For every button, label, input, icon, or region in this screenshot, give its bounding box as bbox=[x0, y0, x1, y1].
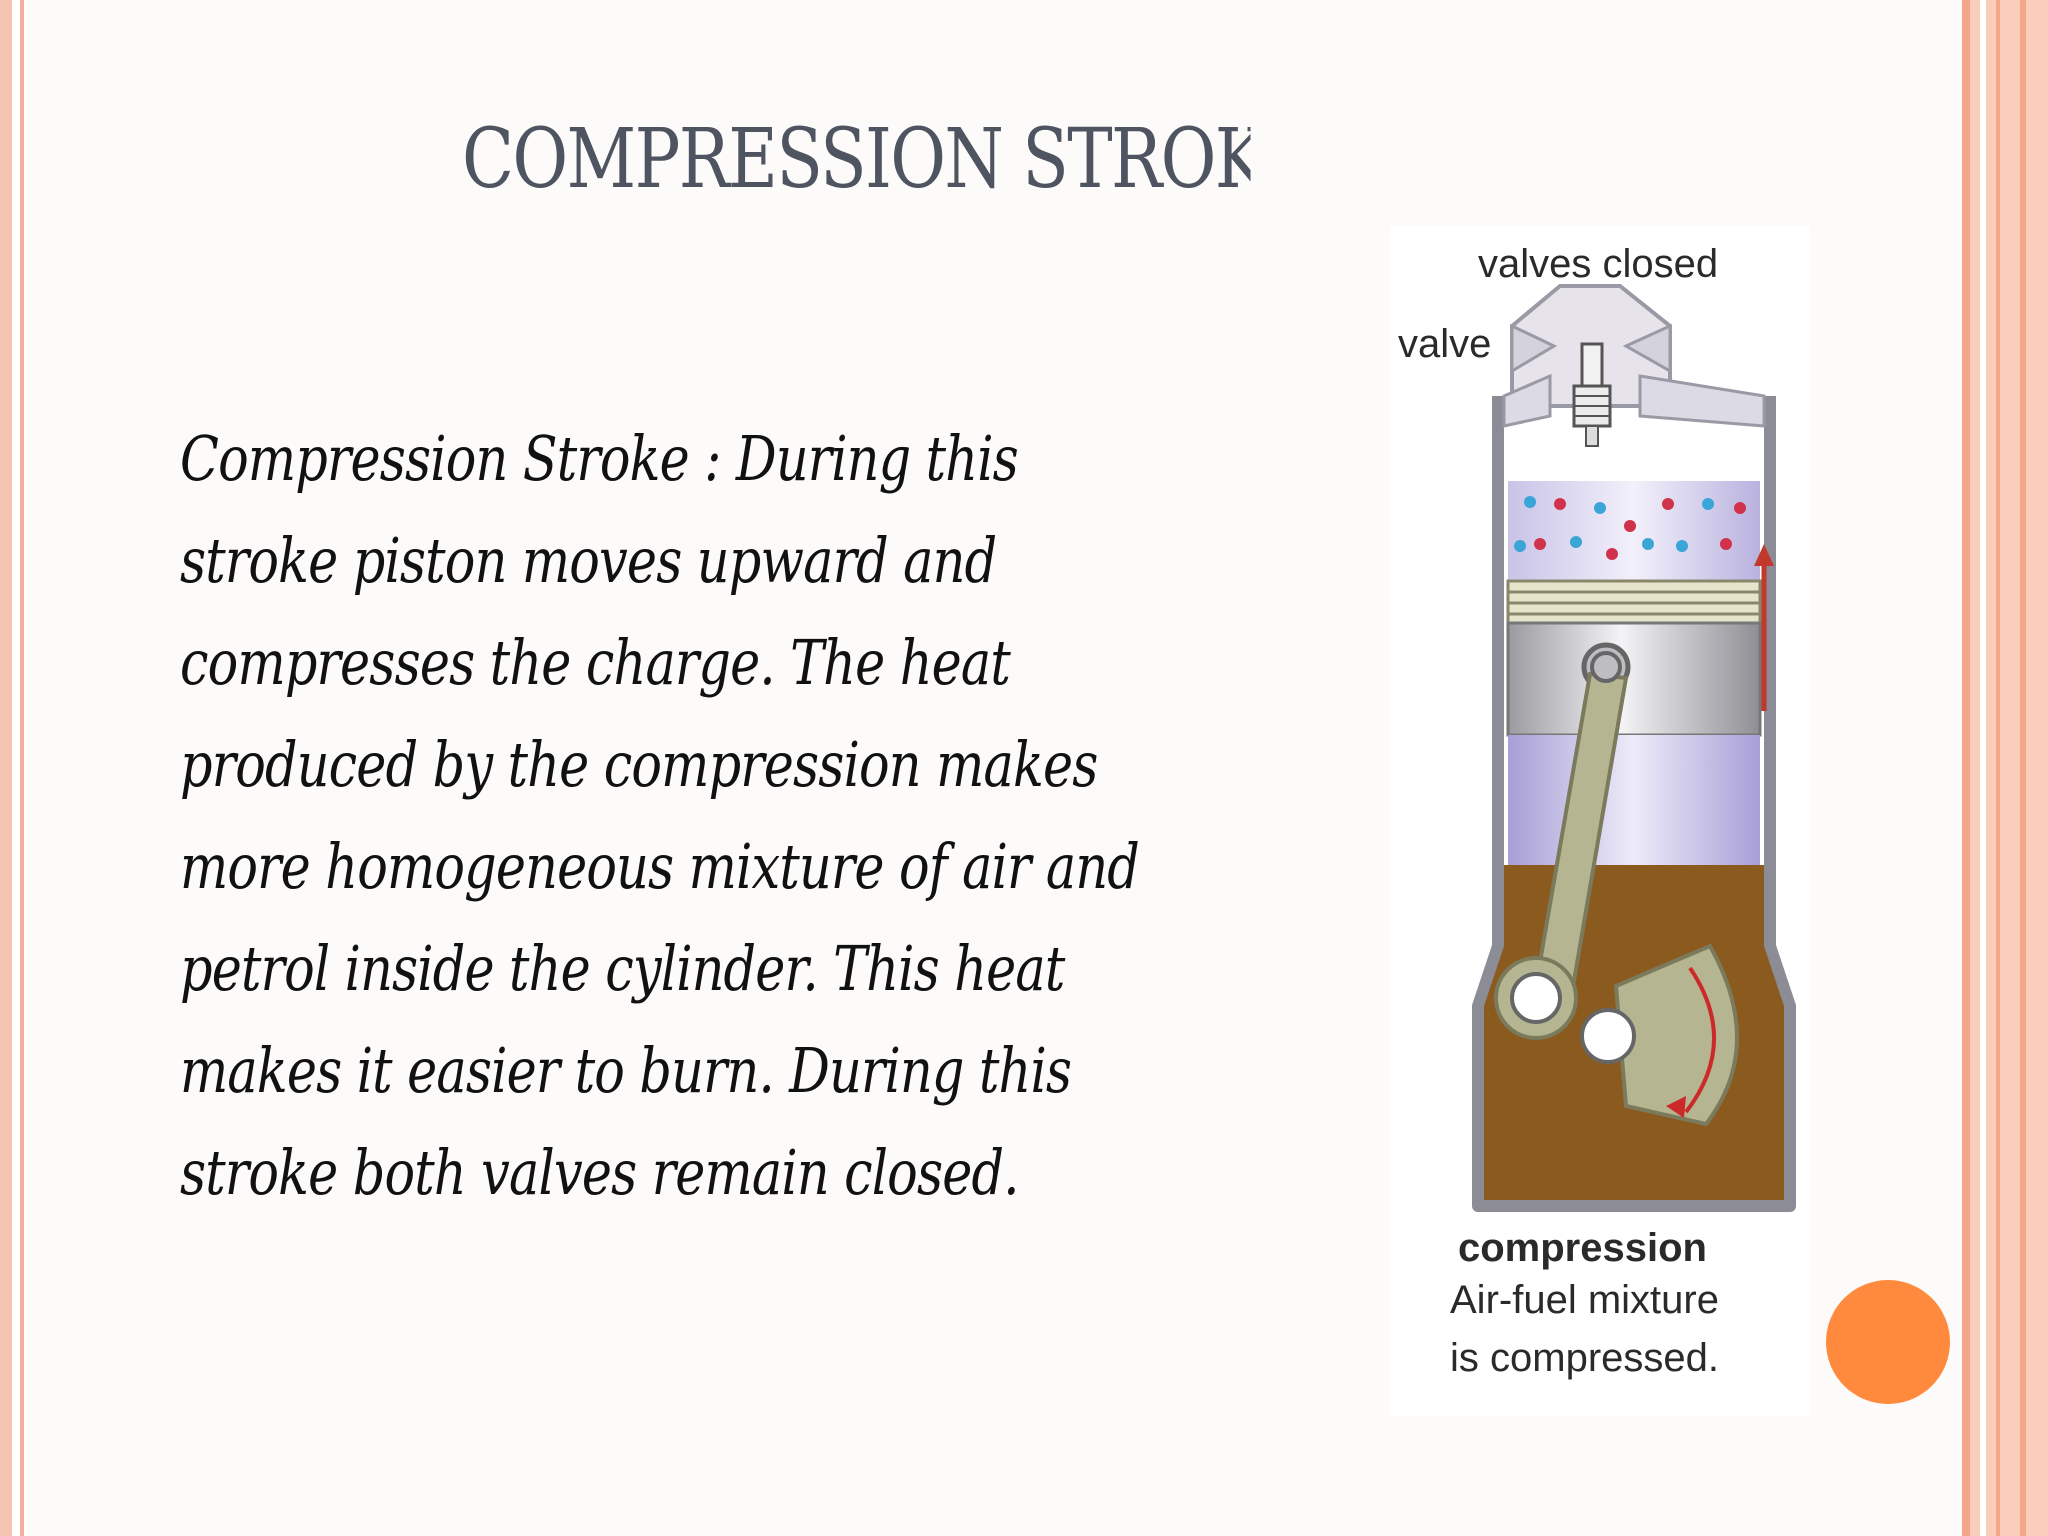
label-valves-closed: valves closed bbox=[1478, 242, 1719, 286]
label-valve: valve bbox=[1398, 322, 1492, 366]
slide-title: COMPRESSION STROKE bbox=[462, 112, 1251, 207]
body-line: stroke both valves remain closed. bbox=[180, 1136, 1019, 1209]
left-border-decoration bbox=[0, 0, 26, 1536]
engine-illustration bbox=[1472, 284, 1796, 1212]
body-line: more homogeneous mixture of air and bbox=[180, 830, 1140, 903]
right-border-decoration bbox=[1962, 0, 2048, 1536]
cylinder-bore bbox=[1508, 735, 1760, 865]
crank-pin bbox=[1510, 972, 1562, 1024]
caption-title: compression bbox=[1458, 1226, 1707, 1270]
caption-line-2: is compressed. bbox=[1450, 1336, 1719, 1380]
body-line: makes it easier to burn. During this bbox=[180, 1034, 1072, 1107]
body-line: compresses the charge. The heat bbox=[180, 626, 1011, 699]
body-line: petrol inside the cylinder. This heat bbox=[180, 932, 1065, 1005]
piston bbox=[1506, 621, 1762, 737]
engine-diagram: valves closed valve bbox=[1390, 226, 1810, 1416]
body-line: produced by the compression makes bbox=[180, 728, 1098, 801]
decorative-orange-circle bbox=[1826, 1280, 1950, 1404]
crankshaft-journal bbox=[1580, 1008, 1636, 1064]
fuel-air-particles bbox=[1514, 496, 1746, 560]
combustion-chamber bbox=[1508, 481, 1760, 581]
body-line: stroke piston moves upward and bbox=[180, 524, 997, 597]
spark-plug bbox=[1580, 342, 1604, 388]
cylinder-wall bbox=[1472, 396, 1796, 1212]
body-line: Compression Stroke : During this bbox=[180, 422, 1019, 495]
rotation-arrow bbox=[1684, 966, 1716, 1114]
body-paragraph: Compression Stroke : During this stroke … bbox=[180, 408, 1246, 1224]
caption-line-1: Air-fuel mixture bbox=[1450, 1278, 1719, 1322]
